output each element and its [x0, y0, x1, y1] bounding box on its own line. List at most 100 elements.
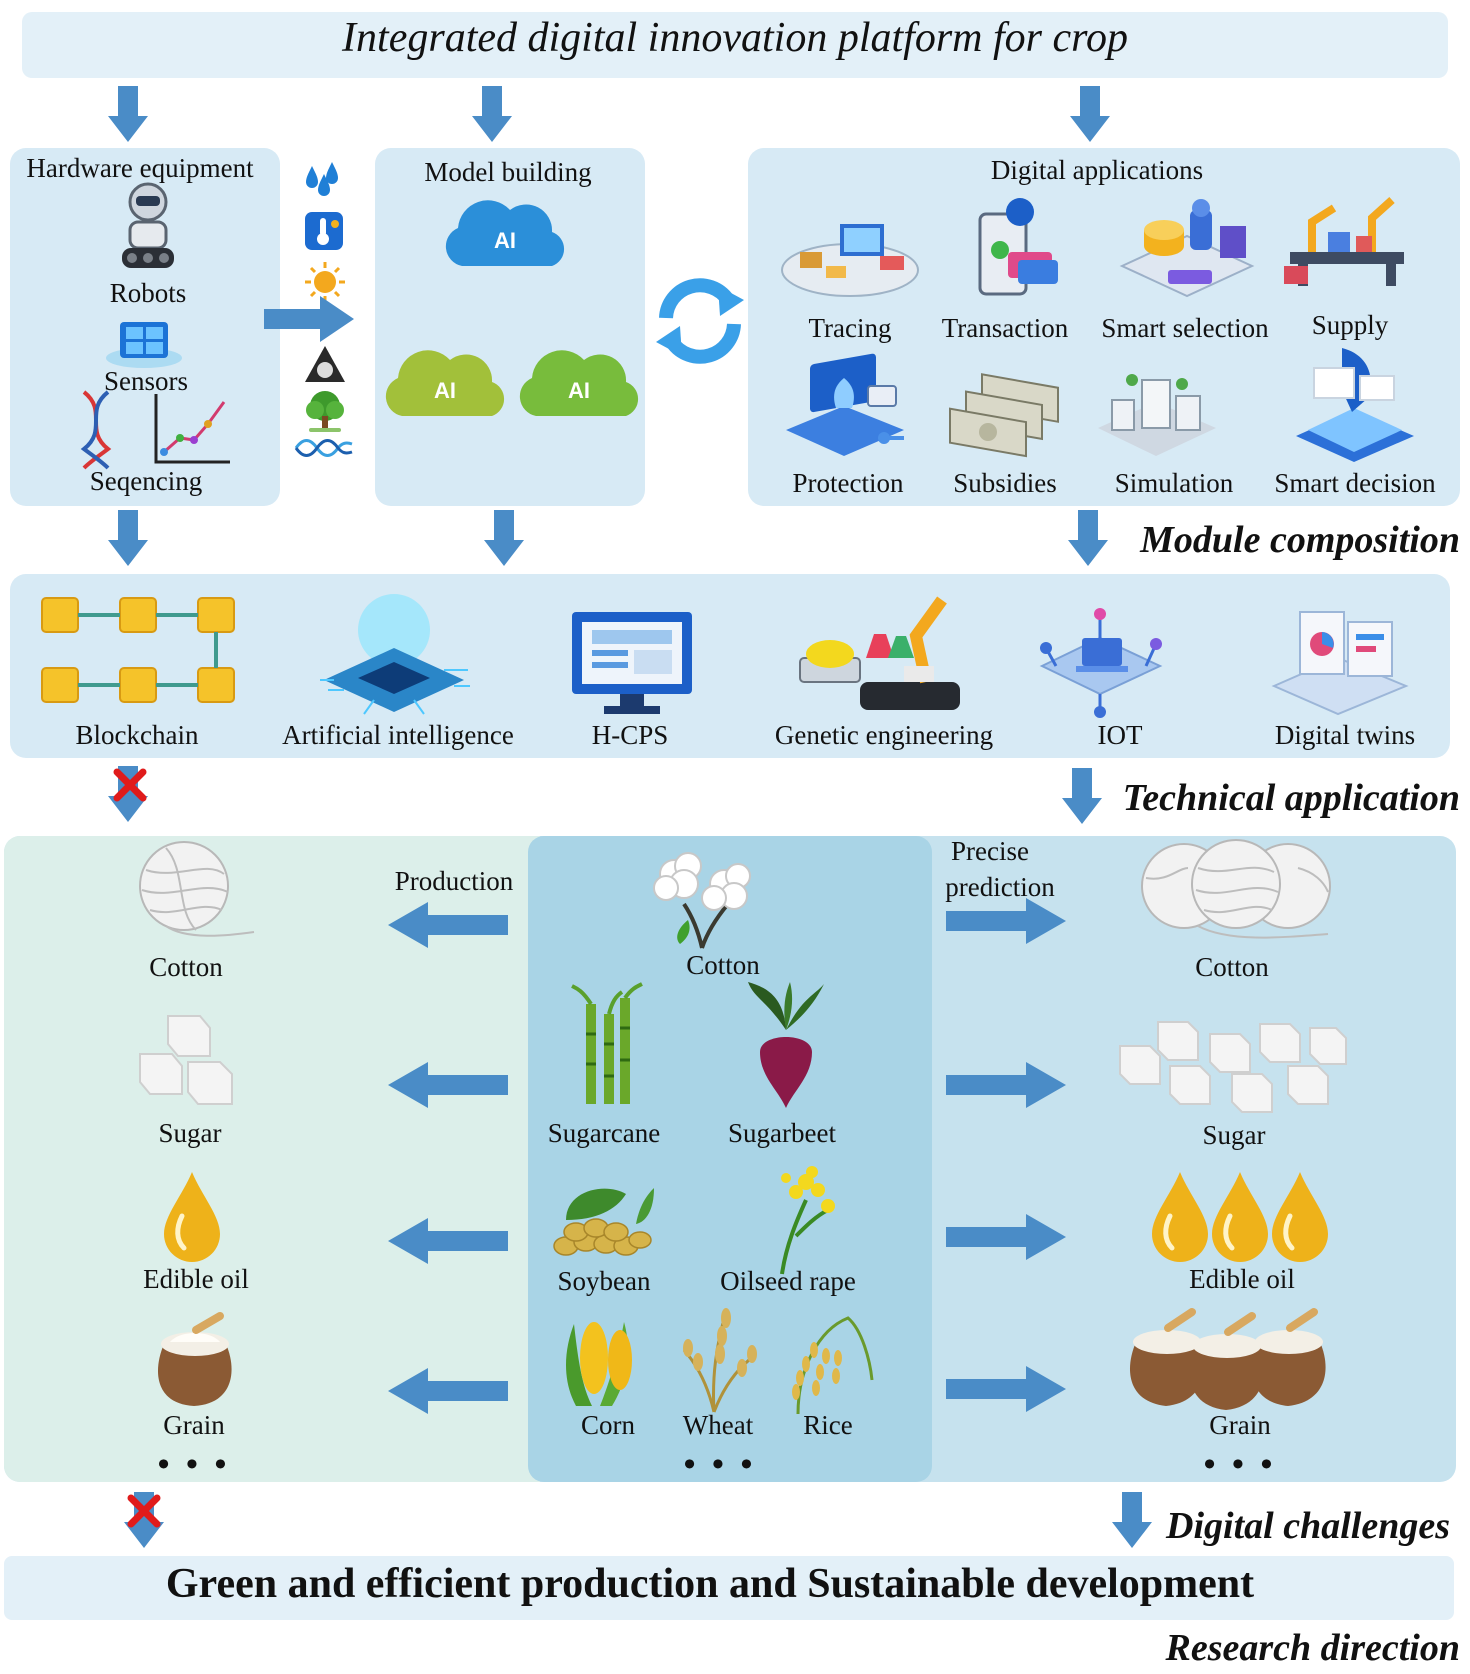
arrow-down-icon — [108, 86, 148, 142]
yarn-balls-icon — [1141, 839, 1331, 939]
tracing-icon — [781, 224, 919, 297]
water-drops-icon — [306, 162, 338, 196]
tech-artificial-intelligence: Artificial intelligence — [282, 720, 514, 750]
sugar-cubes-many-icon — [1119, 1021, 1347, 1113]
crop-wheat: Wheat — [682, 1410, 754, 1440]
sensor-chip-icon — [106, 322, 182, 368]
arrow-right-icon — [946, 898, 1066, 944]
arrow-down-icon — [108, 510, 148, 566]
cotton-plant-icon — [653, 852, 751, 949]
product-left-sugar: Sugar — [158, 1118, 222, 1148]
arrow-down-icon — [1062, 768, 1102, 824]
growth-chart-icon — [154, 394, 230, 464]
tech-genetic-engineering: Genetic engineering — [774, 720, 994, 750]
dna-icon — [294, 439, 353, 457]
arrow-left-icon — [388, 902, 508, 948]
sugarbeet-icon — [748, 982, 824, 1108]
oil-drops-icon — [1152, 1172, 1328, 1262]
hardware-item-robots: Robots — [109, 278, 187, 308]
app-item-protection: Protection — [792, 468, 904, 498]
product-left-cotton: Cotton — [149, 952, 223, 982]
protection-icon — [786, 353, 904, 456]
product-right-sugar: Sugar — [1202, 1120, 1266, 1150]
transaction-icon — [978, 198, 1058, 296]
app-item-smart-selection: Smart selection — [1101, 313, 1269, 343]
rice-icon — [792, 1316, 874, 1415]
hardware-item-sensors: Sensors — [103, 366, 189, 396]
hardware-heading: Hardware equipment — [26, 153, 254, 183]
page-title: Integrated digital innovation platform f… — [342, 15, 1128, 61]
smart-selection-icon — [1119, 199, 1255, 298]
yellow-green-ai-cloud-icon: AI — [385, 350, 505, 416]
crop-soybean: Soybean — [557, 1266, 651, 1296]
arrow-down-icon — [1070, 86, 1110, 142]
blocked-arrow-down-icon — [124, 1492, 164, 1548]
crop-corn: Corn — [581, 1410, 635, 1440]
arrow-down-icon — [472, 86, 512, 142]
cross-icon — [113, 768, 147, 802]
product-right-edible-oil: Edible oil — [1189, 1264, 1295, 1294]
app-item-smart-decision: Smart decision — [1274, 468, 1436, 498]
production-label: Production — [394, 866, 514, 896]
footer-bar — [4, 1556, 1454, 1620]
svg-text:AI: AI — [494, 228, 516, 253]
tree-icon — [306, 391, 344, 432]
product-right-grain: Grain — [1209, 1410, 1271, 1440]
model-panel — [375, 148, 645, 506]
title-bar — [22, 12, 1448, 78]
tech-iot: IOT — [1097, 720, 1143, 750]
digital-apps-heading: Digital applications — [990, 155, 1204, 185]
crop-cotton: Cotton — [686, 950, 760, 980]
arrow-down-icon — [1068, 510, 1108, 566]
crop-oilseed-rape: Oilseed rape — [720, 1266, 856, 1296]
arrow-left-icon — [388, 1368, 508, 1414]
technologies-panel — [10, 574, 1450, 758]
ellipsis-center: • • • — [683, 1446, 757, 1483]
model-heading: Model building — [424, 157, 592, 187]
app-item-subsidies: Subsidies — [953, 468, 1057, 498]
genetic-engineering-icon — [799, 596, 960, 710]
product-left-grain: Grain — [163, 1410, 225, 1440]
green-ai-cloud-icon: AI — [519, 350, 639, 416]
arrow-left-icon — [388, 1218, 508, 1264]
corn-icon — [566, 1322, 632, 1406]
uv-sun-icon — [305, 262, 345, 302]
digital-challenges-label: Digital challenges — [1166, 1505, 1450, 1547]
footer-title: Green and efficient production and Susta… — [165, 1561, 1255, 1607]
robot-icon — [122, 182, 174, 268]
oilseed-rape-icon — [780, 1166, 835, 1275]
arrow-right-icon — [946, 1366, 1066, 1412]
product-left-edible-oil: Edible oil — [143, 1264, 249, 1294]
smart-decision-icon — [1296, 348, 1414, 462]
sugarcane-icon — [571, 982, 643, 1104]
crop-rice: Rice — [803, 1410, 853, 1440]
tech-blockchain: Blockchain — [75, 720, 199, 750]
svg-text:AI: AI — [568, 378, 590, 403]
oil-drop-icon — [164, 1172, 220, 1262]
research-direction-label: Research direction — [1165, 1627, 1460, 1669]
arrow-right-icon — [946, 1062, 1066, 1108]
product-right-cotton: Cotton — [1195, 952, 1269, 982]
arrow-down-icon — [484, 510, 524, 566]
grain-sacks-icon — [1129, 1308, 1326, 1410]
cross-icon — [127, 1494, 161, 1528]
iot-icon — [1039, 608, 1163, 718]
blue-ai-cloud-icon: AI — [445, 200, 565, 266]
soybean-icon — [553, 1188, 654, 1256]
tech-digital-twins: Digital twins — [1274, 720, 1416, 750]
production-panel — [4, 836, 540, 1482]
arrow-right-icon — [946, 1214, 1066, 1260]
app-item-transaction: Transaction — [941, 313, 1069, 343]
tech-hcps: H-CPS — [591, 720, 669, 750]
hardware-item-sequencing: Seqencing — [89, 466, 203, 496]
crop-sugarbeet: Sugarbeet — [728, 1118, 836, 1148]
prediction-label-line2: prediction — [945, 872, 1055, 902]
wheat-icon — [682, 1308, 757, 1413]
module-composition-label: Module composition — [1140, 519, 1460, 561]
co2-icon — [305, 346, 345, 382]
blockchain-icon — [41, 597, 235, 703]
grain-sack-icon — [157, 1312, 232, 1406]
technical-application-label: Technical application — [1122, 777, 1460, 819]
sugar-cubes-icon — [139, 1015, 233, 1105]
dna-sequence-icon — [80, 390, 112, 470]
